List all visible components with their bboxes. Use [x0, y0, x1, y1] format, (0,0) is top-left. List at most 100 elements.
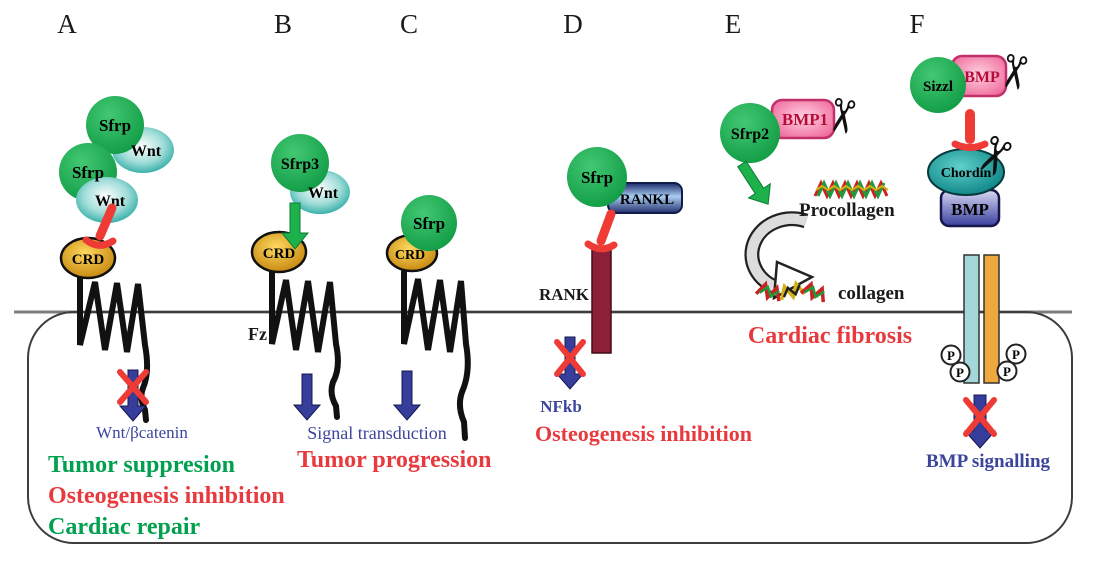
x-stroke — [963, 397, 997, 437]
panel-c: Sfrp CRD — [385, 195, 457, 273]
panel-a: Sfrp Wnt Sfrp Wnt CRD — [59, 96, 174, 280]
wnt-label: Wnt — [308, 185, 339, 202]
panel-letter-d: D — [563, 9, 583, 39]
wnt-label: Wnt — [95, 193, 126, 210]
sfrp3-molecule — [271, 134, 329, 192]
pathway-label-nfkb: NFkb — [540, 397, 582, 416]
effect-osteogenesis-inhibition-d: Osteogenesis inhibition — [535, 421, 752, 446]
panel-e: BMP1 Sfrp2 — [720, 98, 836, 163]
effect-osteogenesis-inhibition-a: Osteogenesis inhibition — [48, 483, 285, 509]
rankl-label: RANKL — [620, 192, 674, 208]
panel-letter-e: E — [725, 9, 742, 39]
pathway-label-bmp-signalling: BMP signalling — [926, 451, 1051, 472]
pathway-label-wnt-bcatenin: Wnt/βcatenin — [96, 423, 188, 442]
inhibition-shaft — [95, 203, 117, 241]
sfrp2-molecule — [720, 103, 780, 163]
collagen-squiggle — [754, 280, 781, 302]
activation-arrow-e — [737, 160, 771, 205]
collagen-strand — [758, 285, 780, 299]
crd-label: CRD — [395, 248, 425, 263]
phosphate-circle — [940, 344, 962, 366]
phosphate-circle — [1005, 343, 1027, 365]
phosphate-label: P — [947, 348, 955, 363]
sfrp-label: Sfrp — [99, 116, 131, 135]
inhibition-arrow-a — [82, 203, 117, 249]
collagen-strand — [803, 285, 825, 299]
blocked-x-mark-a — [117, 369, 149, 405]
effect-cardiac-repair: Cardiac repair — [48, 514, 201, 540]
blocked-x-mark-f — [963, 397, 997, 437]
crd-label: CRD — [263, 246, 296, 262]
procollagen-label: Procollagen — [799, 200, 895, 221]
phosphate-label: P — [956, 365, 964, 380]
panel-b: Sfrp3 Wnt CRD — [250, 134, 350, 274]
sfrp-molecule — [567, 147, 627, 207]
rank-receptor-label: RANK — [539, 285, 590, 304]
phosphate-circle — [949, 361, 971, 383]
sizzled-molecule — [910, 57, 966, 113]
scissors-icon: ✂ — [813, 93, 870, 140]
cell-outline — [27, 311, 1073, 544]
signal-arrow-c — [392, 370, 422, 421]
scissors-icon: ✂ — [985, 49, 1042, 96]
sfrp-label: Sfrp — [72, 163, 104, 182]
blocked-x-mark-d — [554, 339, 586, 377]
frizzled-receptor-a — [77, 273, 151, 423]
panel-f: BMP Sizzl Chordin BMP — [910, 54, 1008, 228]
wnt-label: Wnt — [131, 143, 162, 160]
inhibition-cap — [82, 236, 117, 249]
inhibition-arrow-d — [584, 209, 618, 253]
sfrp3-label: Sfrp3 — [281, 156, 319, 173]
activation-arrow-b — [280, 202, 310, 250]
bmp-receptor-bar-2 — [983, 254, 1000, 384]
phosphate-label: P — [1003, 364, 1011, 379]
inhibition-arrow-f — [951, 109, 989, 151]
fz-receptor-label: Fz — [248, 324, 267, 344]
panel-letter-c: C — [400, 9, 418, 39]
frizzled-receptor-b — [269, 269, 341, 420]
collagen-squiggle — [799, 280, 825, 303]
curved-arrow-band — [746, 213, 808, 293]
helix-strand-gold — [815, 184, 889, 192]
effect-cardiac-fibrosis: Cardiac fibrosis — [748, 323, 912, 349]
procollagen-helix — [813, 179, 889, 200]
panel-letter-b: B — [274, 9, 292, 39]
rank-receptor-bar — [591, 249, 612, 354]
phosphate-group: P P P P — [940, 343, 1027, 383]
inhibition-cap — [951, 140, 989, 151]
sizzled-label: Sizzl — [923, 79, 953, 95]
sfrp-molecule — [401, 195, 457, 251]
wnt-molecule — [76, 177, 138, 223]
phosphate-label: P — [1012, 347, 1020, 362]
bmp-receptor-bar-1 — [963, 254, 980, 384]
pathway-label-signal-transduction: Signal transduction — [307, 423, 446, 443]
phosphate-circle — [996, 360, 1018, 382]
collagen-strand — [782, 284, 801, 298]
collagen-fragment — [754, 279, 825, 303]
crd-label: CRD — [72, 252, 105, 268]
sfrp-label: Sfrp — [581, 168, 613, 187]
panel-letter-f: F — [909, 9, 924, 39]
signal-arrow-a — [118, 369, 148, 422]
procollagen-conversion-arrow — [744, 211, 815, 301]
x-stroke — [554, 339, 586, 377]
effect-tumor-suppression: Tumor suppresion — [48, 452, 235, 478]
collagen-squiggle — [779, 279, 807, 301]
sfrp-label: Sfrp — [413, 214, 445, 233]
chordin-label: Chordin — [941, 166, 992, 181]
signal-arrow-b — [292, 373, 322, 421]
bmp-bound-label: BMP — [951, 200, 989, 219]
frizzled-receptor-c — [401, 269, 471, 441]
panel-d: Sfrp RANKL — [567, 147, 683, 214]
effect-tumor-progression: Tumor progression — [297, 447, 492, 473]
activation-arrow-shape — [737, 160, 771, 205]
collagen-label: collagen — [838, 283, 905, 304]
sfrp2-label: Sfrp2 — [731, 126, 769, 143]
inhibition-cap — [584, 240, 618, 253]
bmp-free-label: BMP — [964, 69, 1000, 86]
panel-letter-a: A — [57, 9, 77, 39]
sfrp-molecule — [86, 96, 144, 154]
x-stroke — [117, 369, 149, 405]
